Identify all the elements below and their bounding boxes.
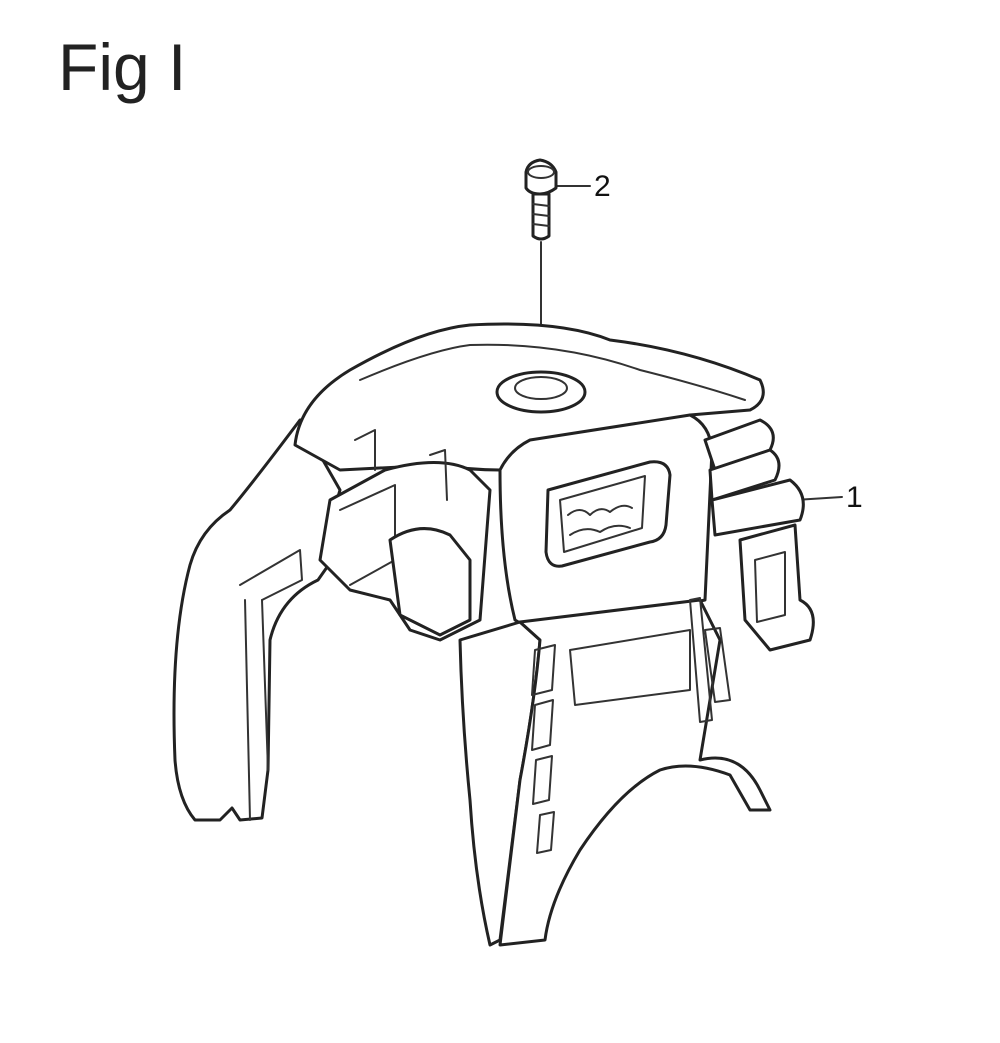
cylinder-cover-part-1: [172, 322, 815, 947]
screw-part-2: [524, 158, 558, 379]
figure-title: Fig I: [58, 30, 187, 104]
callout-label-2: 2: [594, 170, 611, 203]
callout-label-1: 1: [846, 481, 863, 514]
